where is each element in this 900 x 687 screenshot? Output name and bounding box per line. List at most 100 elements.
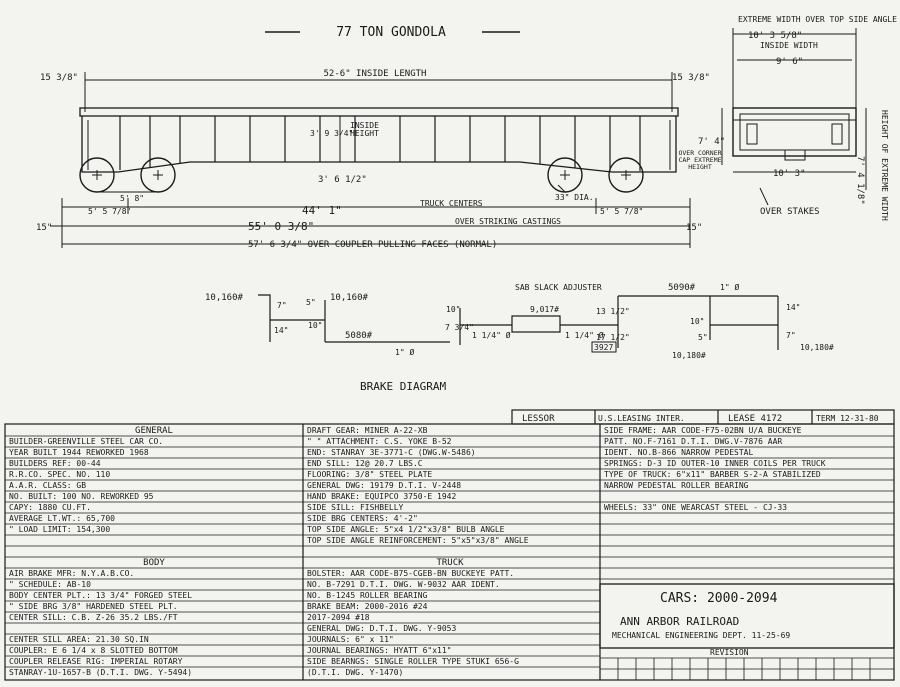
railroad-name: ANN ARBOR RAILROAD: [620, 615, 739, 628]
truck-header: TRUCK: [436, 558, 464, 568]
inside-height-label-1: INSIDE: [350, 121, 379, 130]
general-row: AVERAGE LT.WT.: 65,700: [9, 514, 115, 523]
truck-row: SIDE BEARNGS: SINGLE ROLLER TYPE STUKI 6…: [307, 657, 519, 666]
middle-row: TOP SIDE ANGLE: 5"x4 1/2"x3/8" BULB ANGL…: [307, 525, 505, 534]
truck-row: GENERAL DWG: D.T.I. DWG. Y-9053: [307, 624, 456, 633]
slack-adjuster: SAB SLACK ADJUSTER: [515, 283, 602, 292]
right-row: IDENT. NO.B-866 NARROW PEDESTAL: [604, 448, 753, 457]
dim-734: 7 3/4": [445, 323, 474, 332]
middle-row: SIDE SILL: FISHBELLY: [307, 503, 404, 512]
truck-lines: BOLSTER: AAR CODE-B75-CGEB-BN BUCKEYE PA…: [307, 569, 519, 677]
revision-label: REVISION: [710, 648, 749, 657]
dim-14b: 14": [786, 303, 800, 312]
right-row: SPRINGS: D-3 ID OUTER-10 INNER COILS PER…: [604, 459, 826, 468]
extreme-width: 10' 3 5/8": [748, 31, 802, 41]
right-row: WHEELS: 33" ONE WEARCAST STEEL - CJ-33: [604, 503, 787, 512]
right-lines: SIDE FRAME: AAR CODE-F75-02BN U/A BUCKEY…: [604, 426, 826, 512]
inside-height-label-2: HEIGHT: [350, 129, 379, 138]
truck-row: NO. B-1245 ROLLER BEARING: [307, 591, 428, 600]
body-row: STANRAY-1U-1657-B (D.T.I. DWG. Y-5494): [9, 668, 192, 677]
over-striking-label: OVER STRIKING CASTINGS: [455, 217, 561, 226]
dim-114b: 1 1/4" Ø: [565, 330, 604, 340]
force-1: 10,160#: [205, 293, 244, 303]
end-view: EXTREME WIDTH OVER TOP SIDE ANGLE 10' 3 …: [678, 15, 897, 221]
lease-lessee: U.S.LEASING INTER.: [598, 414, 685, 423]
truck-row: JOURNAL BEARINGS: HYATT 6"x11": [307, 646, 452, 655]
dim-10c: 10": [690, 317, 704, 326]
end-overhang-right: 15 3/8": [672, 73, 710, 83]
inside-length-label: 52-6" INSIDE LENGTH: [324, 69, 427, 79]
coupler-left: 15": [36, 223, 52, 233]
force-7: 10,180#: [800, 343, 834, 352]
force-6: 10,180#: [672, 351, 706, 360]
dim-5b: 5": [698, 333, 708, 342]
dim-1b: 1" Ø: [720, 282, 739, 292]
truck-centers: 44' 1": [302, 204, 342, 217]
over-striking: 55' 0 3/8": [248, 220, 314, 233]
general-row: CAPY: 1880 CU.FT.: [9, 503, 91, 512]
general-row: " LOAD LIMIT: 154,300: [9, 525, 110, 534]
dim-7b: 7": [786, 331, 796, 340]
right-row: NARROW PEDESTAL ROLLER BEARING: [604, 481, 749, 490]
truck-row: 2017-2094 #18: [307, 613, 370, 622]
general-row: BUILDER-GREENVILLE STEEL CAR CO.: [9, 437, 163, 446]
middle-row: END: STANRAY 3E-3771-C (DWG.W-5486): [307, 448, 476, 457]
corner-height: 7' 4": [698, 137, 725, 147]
extreme-height: 7' 4 1/8": [855, 156, 865, 205]
general-row: A.A.R. CLASS: GB: [9, 481, 86, 490]
side-elevation: 52-6" INSIDE LENGTH 15 3/8" 15 3/8": [36, 69, 710, 250]
dim-1: 1" Ø: [395, 347, 414, 357]
extreme-width-label: EXTREME WIDTH OVER TOP SIDE ANGLE: [738, 15, 897, 24]
right-row: SIDE FRAME: AAR CODE-F75-02BN U/A BUCKEY…: [604, 426, 802, 435]
dim-1312: 13 1/2": [596, 307, 630, 316]
brake-diagram: 10,160# 7" 5" 14" 10" 10,160# 5080# 1" Ø…: [205, 282, 834, 393]
body-row: CENTER SILL: C.B. Z-26 35.2 LBS./FT: [9, 613, 178, 622]
middle-row: TOP SIDE ANGLE REINFORCEMENT: 5"x5"x3/8"…: [307, 536, 529, 545]
drawing-title: 77 TON GONDOLA: [336, 25, 446, 40]
over-stakes: 10' 3": [773, 169, 806, 179]
cars-range: CARS: 2000-2094: [660, 591, 778, 606]
body-header: BODY: [143, 558, 165, 568]
dim-3927: 3927: [594, 343, 613, 352]
middle-row: DRAFT GEAR: MINER A-22-XB: [307, 426, 428, 435]
truck-row: (D.T.I. DWG. Y-1470): [307, 668, 403, 677]
wheelbase-left: 5' 8": [120, 194, 144, 203]
force-5: 5090#: [668, 283, 696, 293]
body-row: BODY CENTER PLT.: 13 3/4" FORGED STEEL: [9, 591, 192, 600]
general-row: BUILDERS REF: 00-44: [9, 459, 101, 468]
truck-row: BRAKE BEAM: 2000-2016 #24: [307, 602, 428, 611]
body-row: COUPLER RELEASE RIG: IMPERIAL ROTARY: [9, 657, 183, 666]
body-lines: AIR BRAKE MFR: N.Y.A.B.CO." SCHEDULE: AB…: [9, 569, 192, 677]
middle-row: SIDE BRG CENTERS: 4'-2": [307, 514, 418, 523]
extreme-height-label: HEIGHT OF EXTREME WIDTH: [880, 110, 889, 221]
dim-5: 5": [306, 298, 316, 307]
body-row: AIR BRAKE MFR: N.Y.A.B.CO.: [9, 569, 134, 578]
dim-1712: 17 1/2": [596, 333, 630, 342]
corner-label: OVER CORNER CAP EXTREME HEIGHT: [678, 150, 722, 171]
over-couplers: 57' 6 3/4" OVER COUPLER PULLING FACES (N…: [248, 240, 497, 250]
wheel-dia: 33" DIA.: [555, 193, 594, 202]
end-left: 5' 5 7/8": [88, 207, 131, 216]
right-row: PATT. NO.F-7161 D.T.I. DWG.V-7876 AAR: [604, 437, 782, 446]
middle-row: GENERAL DWG: 19179 D.T.I. V-2448: [307, 481, 461, 490]
general-lines: BUILDER-GREENVILLE STEEL CAR CO.YEAR BUI…: [9, 437, 163, 534]
inside-width: 9' 6": [776, 57, 803, 67]
inside-height: 3' 9 3/4": [310, 129, 353, 138]
fishbelly-depth: 3' 6 1/2": [318, 175, 367, 185]
force-4: 9,017#: [530, 305, 559, 314]
coupler-right: 15": [686, 223, 702, 233]
body-row: CENTER SILL AREA: 21.30 SQ.IN: [9, 635, 149, 644]
middle-lines: DRAFT GEAR: MINER A-22-XB " " ATTACHMENT:…: [307, 426, 529, 545]
dim-10b: 10": [446, 305, 460, 314]
truck-row: JOURNALS: 6" x 11": [307, 635, 394, 644]
force-2: 10,160#: [330, 293, 369, 303]
dim-114: 1 1/4" Ø: [472, 330, 511, 340]
middle-row: " " ATTACHMENT: C.S. YOKE B-52: [307, 437, 452, 446]
dim-14: 14": [274, 326, 288, 335]
brake-title: BRAKE DIAGRAM: [360, 380, 446, 393]
middle-row: HAND BRAKE: EQUIPCO 3750-E 1942: [307, 492, 456, 501]
end-overhang-left: 15 3/8": [40, 73, 78, 83]
body-row: COUPLER: E 6 1/4 x 8 SLOTTED BOTTOM: [9, 646, 178, 655]
general-row: R.R.CO. SPEC. NO. 110: [9, 470, 110, 479]
